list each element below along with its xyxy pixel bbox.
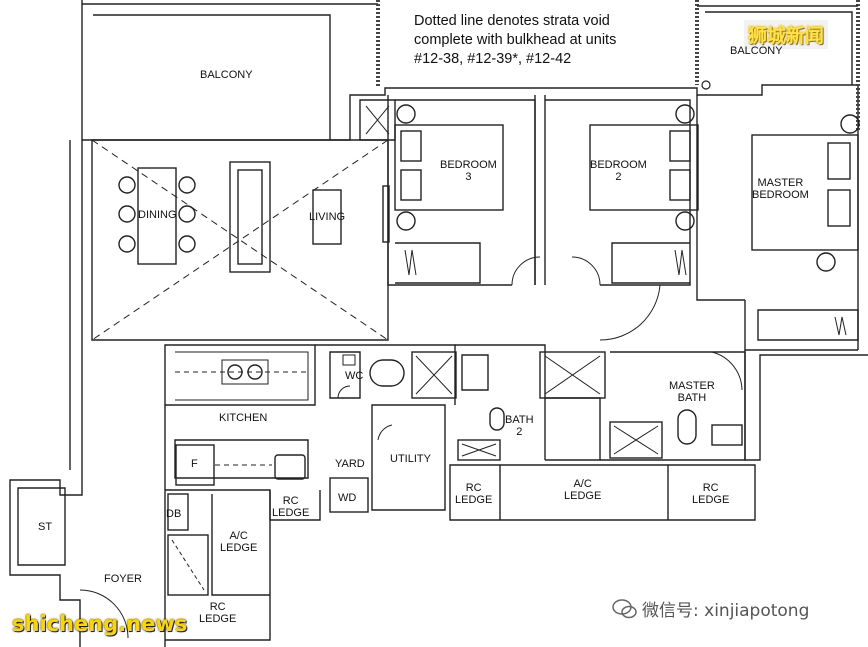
rc-ledge-yard-line2: LEDGE [272,507,310,519]
foyer-label: FOYER [104,573,142,585]
strata-void-note: Dotted line denotes strata void complete… [414,12,616,69]
wechat-icon [612,598,637,618]
rc-ledge-foyer-line2: LEDGE [199,613,237,625]
rc-ledge-right-line2: LEDGE [692,494,730,506]
master-bath-label-line2: BATH [677,392,707,404]
watermark-bottom-left: shicheng.news [12,612,188,636]
balcony-left-inner [93,14,331,140]
watermark-wechat: 微信号: xinjiapotong [612,596,809,621]
bedroom3-label-line2: 3 [465,171,472,183]
master-bedroom-label-line1: MASTER [757,177,804,189]
rc-ledge-bath-line1: RC [465,482,482,494]
rc-ledge-bath-line2: LEDGE [455,494,493,506]
rc-ledge-foyer-label: RC LEDGE [199,601,236,625]
rc-ledge-yard-line1: RC [282,495,299,507]
master-bath-label-line1: MASTER [669,380,715,392]
kitchen-label: KITCHEN [219,412,268,424]
balcony-left-label: BALCONY [200,69,253,81]
master-bedroom-label: MASTER BEDROOM [752,177,809,201]
st-label: ST [38,521,53,533]
ac-ledge-center-line1: A/C [573,478,592,490]
db-label: DB [166,508,182,520]
note-line-1: Dotted line denotes strata void [414,13,610,29]
fridge-label: F [191,458,198,470]
wd-label: WD [338,492,357,504]
rc-ledge-foyer-line1: RC [209,601,226,613]
ac-ledge-center-line2: LEDGE [564,490,602,502]
bedroom3-label-line1: BEDROOM [440,159,497,171]
utility-label: UTILITY [390,453,431,465]
bath2-label-line2: 2 [516,426,523,438]
living-label: LIVING [309,211,346,223]
bedroom2-label-line1: BEDROOM [590,159,647,171]
rc-ledge-right-label: RC LEDGE [692,482,729,506]
rc-ledge-yard-label: RC LEDGE [272,495,309,519]
store-room [17,487,66,566]
bedroom3-label: BEDROOM 3 [440,159,497,183]
rc-ledge-bath-label: RC LEDGE [455,482,492,506]
master-bath-label: MASTER BATH [669,380,715,404]
note-line-3: #12-38, #12-39*, #12-42 [414,51,572,67]
bath2-label-line1: BATH [505,414,534,426]
rc-ledge-right-line1: RC [702,482,719,494]
ac-ledge-center-label: A/C LEDGE [564,478,601,502]
bedroom2-label-line2: 2 [615,171,622,183]
dining-label: DINING [138,209,177,221]
ac-ledge-foyer-line2: LEDGE [220,542,258,554]
ac-ledge-foyer-line1: A/C [229,530,248,542]
ac-ledge-foyer-label: A/C LEDGE [220,530,257,554]
wc-label: WC [345,370,364,382]
watermark-wechat-text: 微信号: xinjiapotong [642,601,810,621]
note-line-2: complete with bulkhead at units [414,32,617,48]
bedroom2-label: BEDROOM 2 [590,159,647,183]
balcony-right-label: BALCONY [730,45,783,57]
bath2-label: BATH 2 [505,414,534,438]
yard-label: YARD [335,458,365,470]
master-bedroom-label-line2: BEDROOM [752,189,809,201]
watermark-top-right: 狮城新闻 [744,20,829,49]
